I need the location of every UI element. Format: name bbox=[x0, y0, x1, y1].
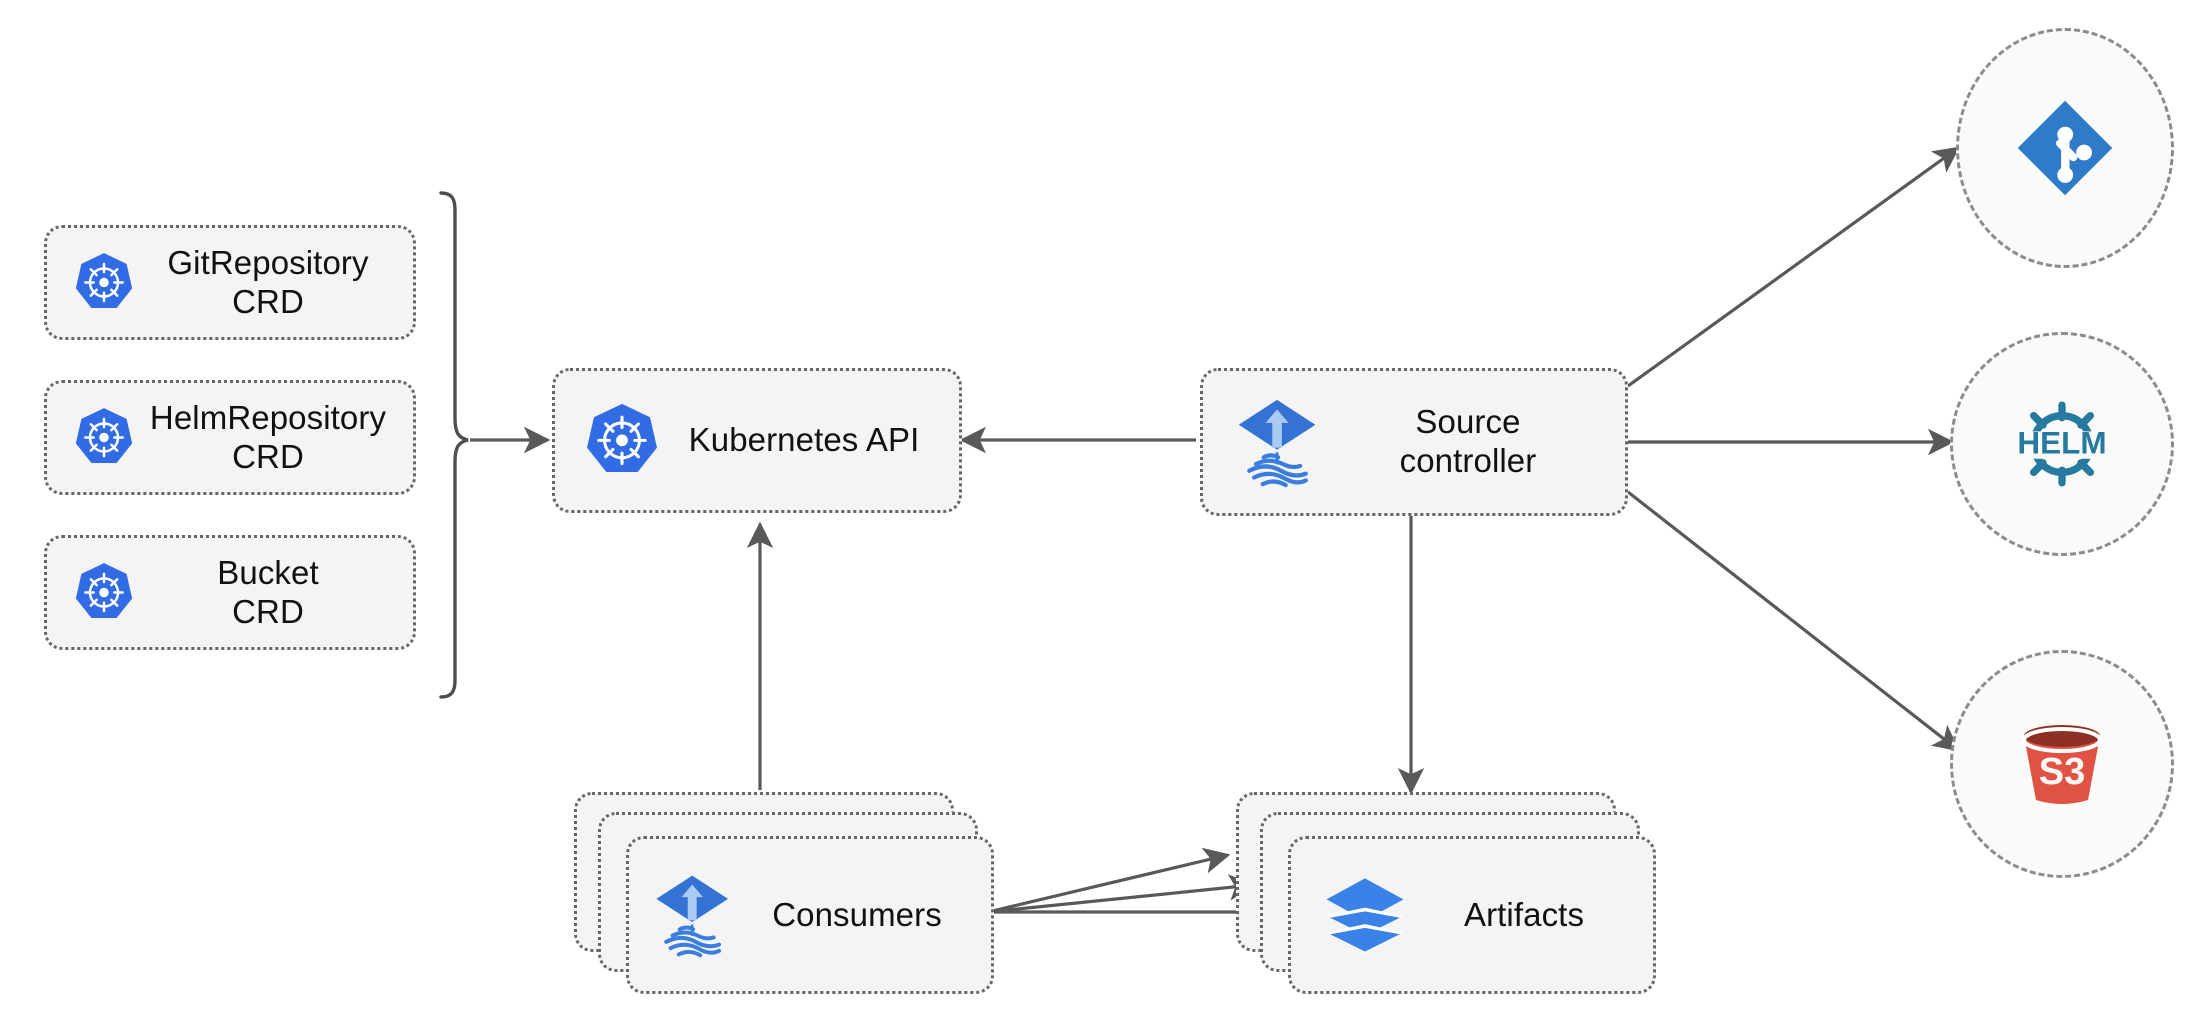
helm-label: HELM bbox=[2017, 424, 2106, 460]
node-label: HelmRepository CRD bbox=[149, 398, 387, 475]
s3-bucket-icon: S3 bbox=[2002, 704, 2122, 824]
kubernetes-icon bbox=[71, 405, 137, 471]
node-label: Kubernetes API bbox=[688, 421, 920, 459]
node-kubernetes-api[interactable]: Kubernetes API bbox=[552, 368, 962, 513]
git-icon bbox=[2011, 94, 2119, 202]
edge-source-controller-to-s3 bbox=[1627, 490, 1960, 752]
source-circle-s3[interactable]: S3 bbox=[1950, 650, 2174, 878]
layers-icon bbox=[1321, 871, 1409, 959]
node-source-controller[interactable]: Source controller bbox=[1200, 368, 1628, 516]
node-label: Source controller bbox=[1399, 403, 1537, 479]
crd-curly-brace bbox=[439, 191, 469, 699]
node-label: GitRepository CRD bbox=[167, 243, 369, 320]
kubernetes-icon bbox=[581, 400, 663, 482]
node-gitrepository-crd[interactable]: GitRepository CRD bbox=[44, 225, 416, 340]
node-consumers[interactable]: Consumers bbox=[626, 836, 994, 994]
node-bucket-crd[interactable]: Bucket CRD bbox=[44, 535, 416, 650]
edge-consumers-to-artifacts-1 bbox=[987, 847, 1231, 914]
helm-icon: HELM bbox=[1999, 381, 2125, 507]
node-label: Bucket CRD bbox=[217, 553, 319, 630]
edge-consumers-to-artifacts-2 bbox=[987, 874, 1256, 914]
node-artifacts[interactable]: Artifacts bbox=[1288, 836, 1656, 994]
source-circle-helm[interactable]: HELM bbox=[1950, 332, 2174, 556]
flux-icon bbox=[1233, 394, 1325, 490]
edge-source-controller-to-git bbox=[1627, 146, 1960, 388]
source-circle-git[interactable] bbox=[1956, 28, 2174, 268]
kubernetes-icon bbox=[71, 560, 137, 626]
s3-label: S3 bbox=[2039, 751, 2085, 793]
node-label: Consumers bbox=[772, 895, 942, 933]
node-label: Artifacts bbox=[1463, 895, 1585, 933]
flux-icon bbox=[651, 869, 737, 961]
node-helmrepository-crd[interactable]: HelmRepository CRD bbox=[44, 380, 416, 495]
kubernetes-icon bbox=[71, 250, 137, 316]
